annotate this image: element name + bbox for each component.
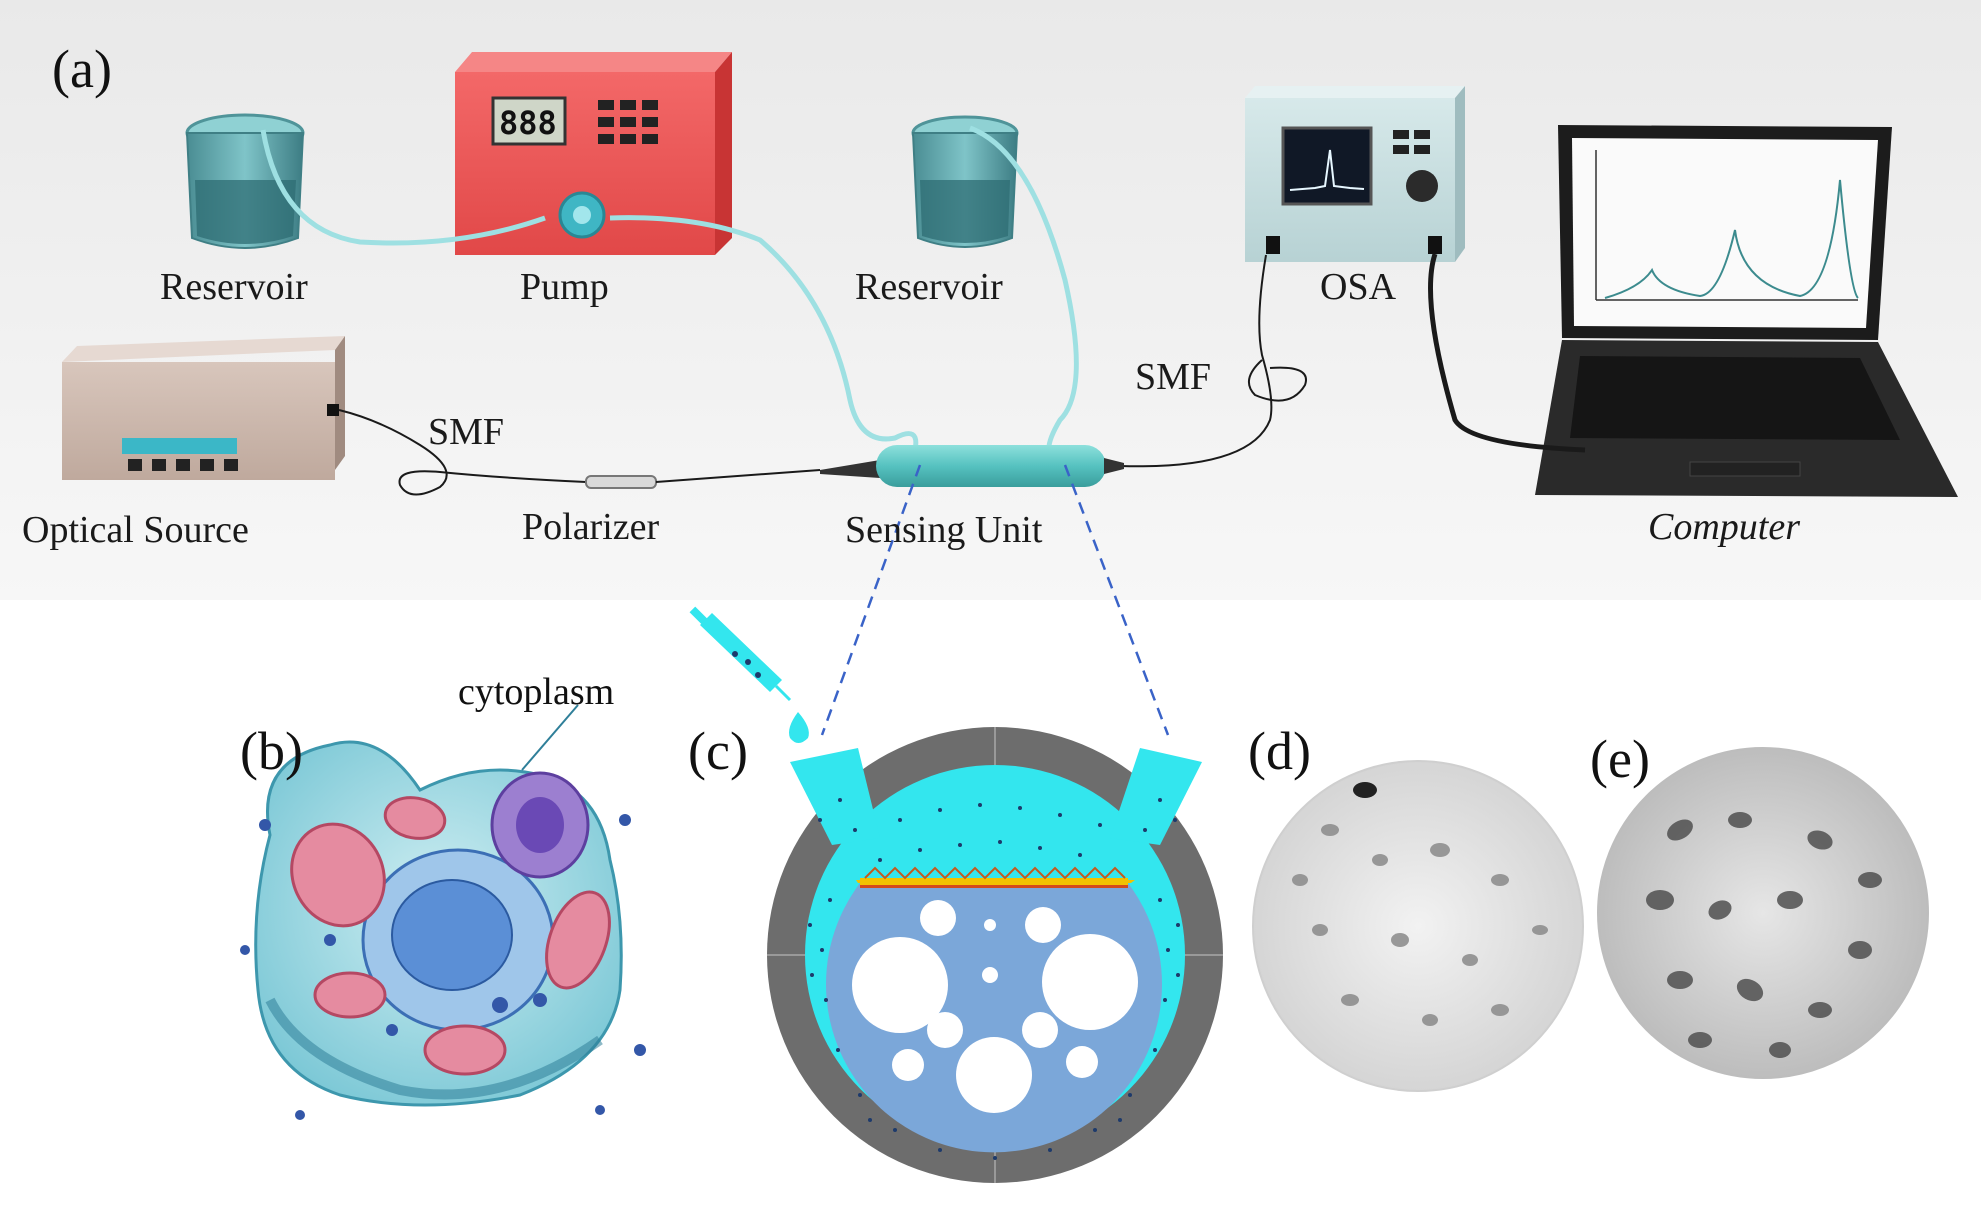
fluid-tubes [260, 125, 1079, 457]
pump-icon [455, 52, 732, 255]
panel-label-b: (b) [240, 721, 303, 781]
micrograph-d [1252, 760, 1584, 1092]
label-polarizer: Polarizer [522, 506, 660, 548]
label-cytoplasm: cytoplasm [458, 671, 615, 713]
pump-display: 888 [499, 104, 557, 142]
reservoir-left-icon [185, 113, 305, 249]
droplet-icon [789, 712, 809, 743]
panel-label-d: (d) [1248, 721, 1311, 781]
smf-fiber-cables [338, 253, 1586, 496]
panel-label-c: (c) [688, 721, 748, 781]
micrograph-e [1597, 747, 1929, 1079]
panel-label-e: (e) [1590, 729, 1650, 789]
label-smf-right: SMF [1135, 356, 1212, 398]
label-pump: Pump [520, 266, 609, 308]
fiber-cross-section [767, 727, 1223, 1183]
osa-icon [1245, 86, 1465, 262]
label-osa: OSA [1320, 266, 1397, 308]
label-optical-source: Optical Source [22, 509, 249, 551]
projection-line-right [1063, 464, 1170, 736]
label-reservoir-right: Reservoir [855, 266, 1003, 308]
optical-source-icon [62, 336, 345, 480]
polarizer-icon [585, 475, 657, 489]
reservoir-right-icon [911, 115, 1019, 248]
cell-illustration [240, 740, 646, 1120]
label-sensing-unit: Sensing Unit [845, 509, 1043, 551]
computer-icon [1535, 125, 1958, 497]
cytoplasm-pointer [521, 704, 579, 771]
panel-label-a: (a) [52, 39, 112, 99]
label-computer: Computer [1648, 506, 1800, 548]
sensing-unit-icon [820, 445, 1124, 487]
label-smf-left: SMF [428, 411, 505, 453]
syringe-icon [689, 606, 792, 702]
label-reservoir-left: Reservoir [160, 266, 308, 308]
projection-line-left [820, 464, 922, 736]
